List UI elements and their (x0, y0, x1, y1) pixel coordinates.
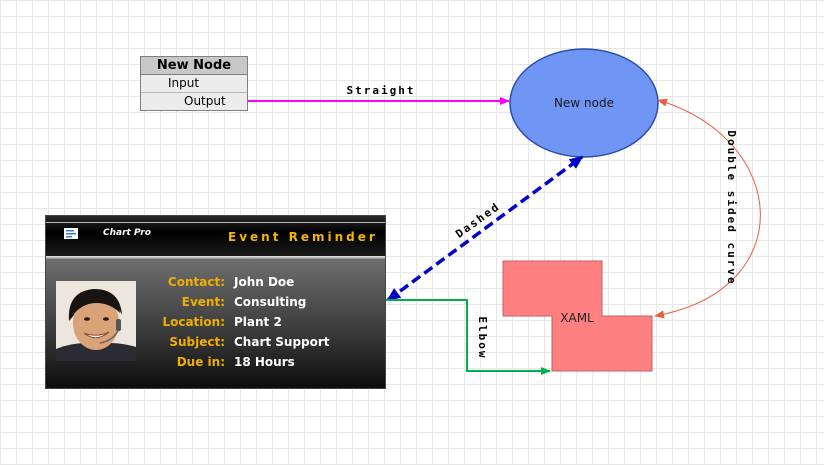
table-node-row-input[interactable]: Input (141, 75, 247, 93)
field-location-value: Plant 2 (234, 315, 282, 329)
elbow-connector-label: Elbow (476, 316, 489, 359)
table-node-row-output[interactable]: Output (141, 93, 247, 110)
header-divider (46, 222, 385, 223)
field-location: Location: Plant 2 (142, 315, 382, 335)
field-event-value: Consulting (234, 295, 307, 309)
table-node[interactable]: New Node Input Output (140, 56, 248, 111)
field-contact-label: Contact: (167, 275, 225, 289)
field-subject: Subject: Chart Support (142, 335, 382, 355)
straight-connector-label: Straight (347, 84, 416, 97)
field-due-in-value: 18 Hours (234, 355, 295, 369)
ellipse-node-label: New node (554, 96, 614, 110)
field-subject-label: Subject: (169, 335, 225, 349)
field-event: Event: Consulting (142, 295, 382, 315)
dashed-connector[interactable] (386, 155, 584, 302)
field-subject-value: Chart Support (234, 335, 330, 349)
contact-avatar-icon (56, 281, 136, 361)
field-due-in-label: Due in: (176, 355, 225, 369)
table-node-title: New Node (141, 57, 247, 75)
field-location-label: Location: (162, 315, 225, 329)
event-reminder-card[interactable]: Chart Pro Event Reminder Contact: John D… (45, 215, 386, 389)
xaml-shape-label: XAML (560, 311, 594, 325)
field-contact-value: John Doe (234, 275, 295, 289)
elbow-connector[interactable] (384, 299, 551, 375)
field-due-in: Due in: 18 Hours (142, 355, 382, 375)
card-header: Chart Pro Event Reminder (46, 216, 385, 256)
field-contact: Contact: John Doe (142, 275, 382, 295)
double-sided-curve-label: Double sided curve (725, 130, 738, 285)
card-body: Contact: John Doe Event: Consulting Loca… (46, 259, 385, 388)
document-icon (64, 228, 78, 239)
contact-photo (56, 281, 136, 361)
double-sided-curve-connector[interactable] (654, 98, 761, 319)
header-bar (46, 256, 385, 259)
field-event-label: Event: (181, 295, 225, 309)
card-title: Event Reminder (228, 230, 378, 244)
brand-label: Chart Pro (103, 228, 151, 238)
